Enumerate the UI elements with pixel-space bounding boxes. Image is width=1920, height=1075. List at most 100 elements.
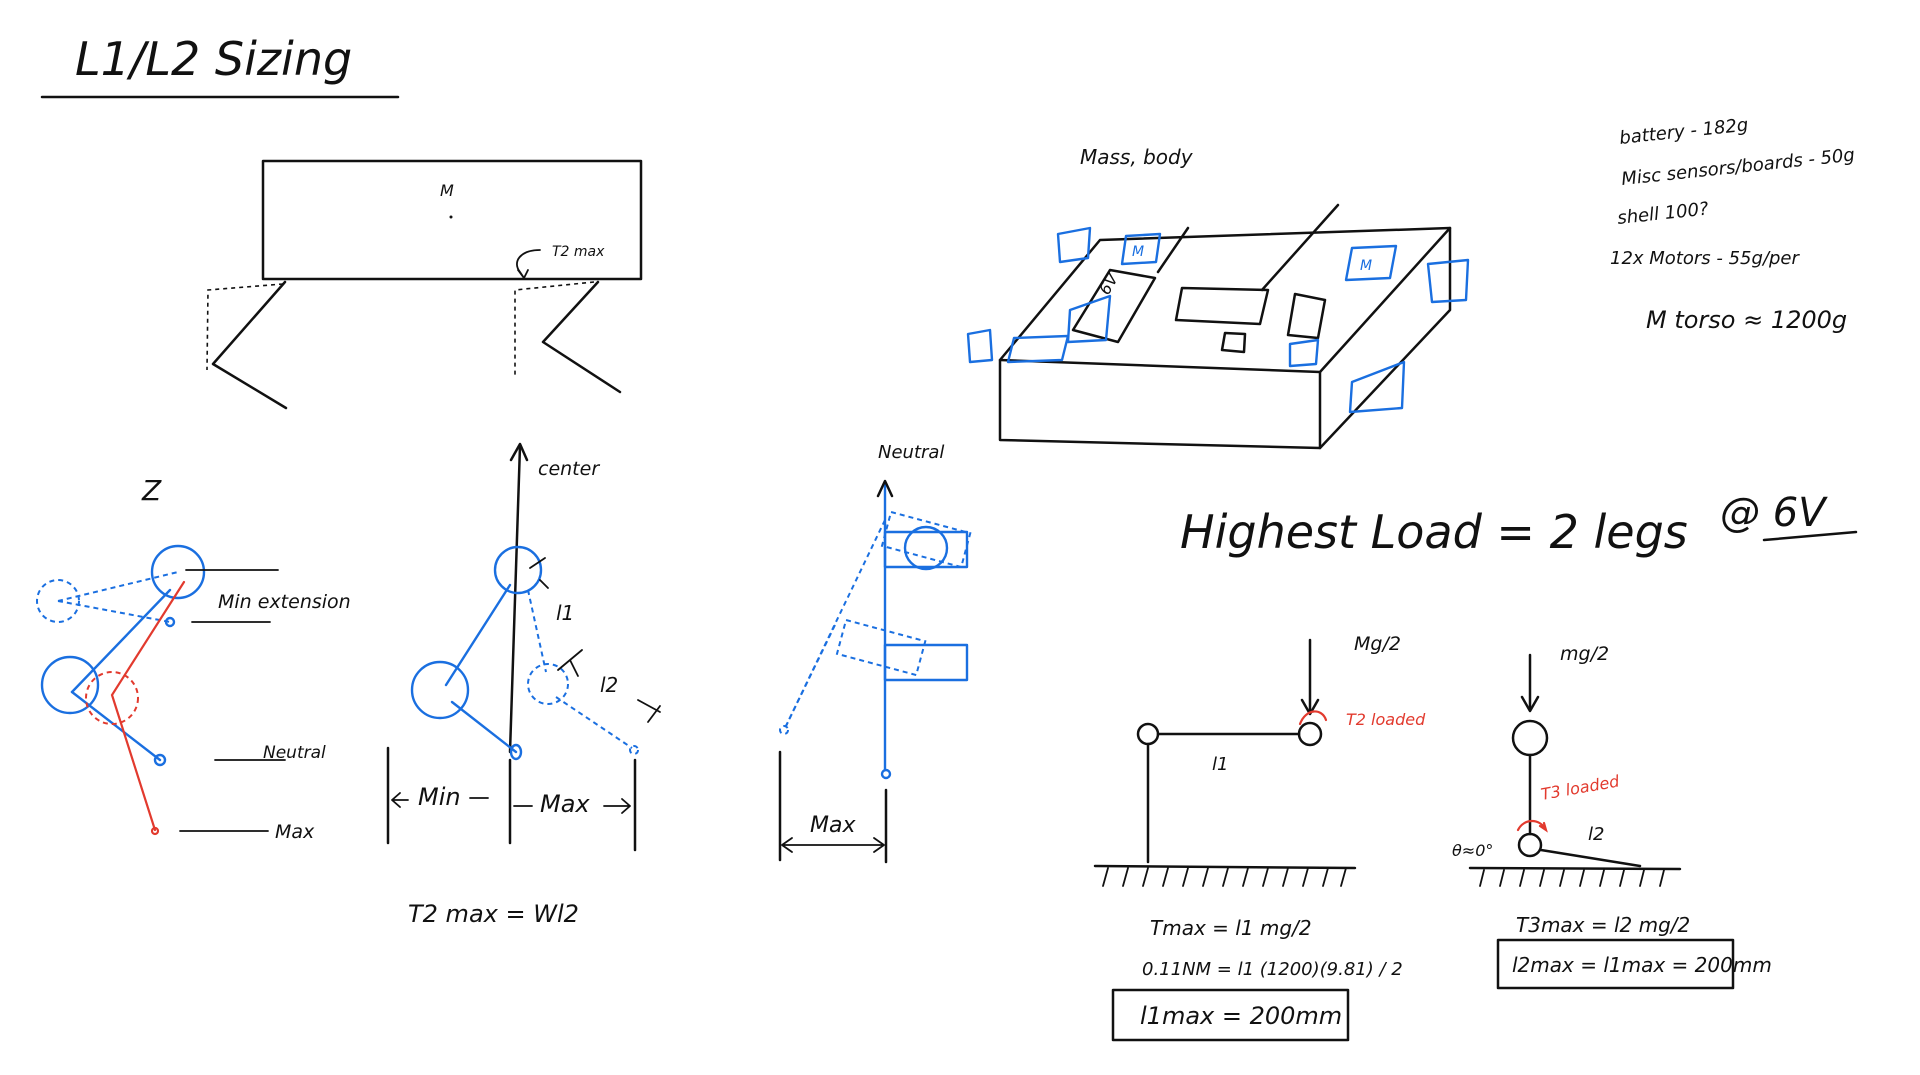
neutral-axis-arrow-icon [876,479,894,498]
max-arrow-icon [603,798,631,814]
battery-label: 6V [1095,269,1123,298]
mass-item-4: 12x Motors - 55g/per [1610,248,1801,269]
max-label: Max [275,821,315,843]
l1-label: l1 [556,601,574,625]
voltage-underline [1762,530,1858,542]
sensor-component [1286,292,1327,340]
case-l2-ground [1468,866,1682,871]
case-l2-bottom-joint [1517,832,1543,858]
case-l2-force-arrow-head-icon [1520,695,1540,713]
l2-foot-dotted [629,745,639,755]
mass-total: M torso ≈ 1200g [1646,306,1847,334]
l2-label: l2 [600,673,618,697]
min-range-label: Min [418,783,461,811]
max-range-label: Max [540,790,590,818]
case-l2-eq1: T3max = l2 mg/2 [1516,913,1690,937]
cable-2 [1156,226,1190,274]
highest-load: Highest Load = 2 legs @ 6V [1180,490,1858,559]
box-front-face [998,358,1322,450]
body-sketch: M T2 max [206,159,643,410]
min-arrow-icon [391,792,409,808]
upper-link-ghost [880,510,972,569]
l1-link-dotted [527,589,547,673]
case-l1-joint-a [1136,722,1160,746]
body-mass-label: M [440,181,454,200]
case-l1-eq2: 0.11NM = l1 (1200)(9.81) / 2 [1142,959,1403,980]
leg-center-diagram: center l1 l2 Min Max T2 max = Wl2 [386,442,661,928]
case-l2-result: l2max = l1max = 200mm [1512,953,1772,977]
min-link-ghost-a [57,571,179,602]
case-l2-result-box [1496,938,1735,990]
neutral-foot [153,753,167,767]
neutral-upper-link [70,588,172,694]
motor-box-front-left [1120,232,1162,266]
right-leg [541,280,622,394]
center-knee-joint [410,660,470,720]
case-l2-hatch [1479,869,1665,887]
case-l1-result: l1max = 200mm [1140,1002,1342,1030]
leg-neutral-diagram: Neutral Max [778,442,972,864]
motor-box-left-1 [1056,226,1092,264]
upper-link-box [883,530,969,569]
right-leg-ghost [514,281,595,375]
case-l2-torque-icon [1516,819,1548,833]
body-rectangle [261,159,643,281]
min-hip-joint-ghost [36,579,80,623]
left-leg-ghost [206,283,284,371]
motor-box-right-3 [1288,338,1320,368]
motor-box-right-1 [1426,258,1470,304]
l1-tick [557,649,583,677]
neutral-dotted-leg-b [784,624,836,729]
body-box-sketch: Mass, body 6V M M [966,145,1470,450]
center-axis [508,444,522,754]
case-l1-eq1: Tmax = l1 mg/2 [1150,916,1312,940]
motor-box-left-2 [966,328,994,364]
center-label: center [538,458,600,480]
l1-knee-dotted [527,663,569,705]
body-torque-label: T2 max [552,244,605,260]
case-l2-angle-label: θ≈0° [1452,841,1493,860]
small-chip [1220,331,1247,354]
l2-tick [637,699,661,723]
left-leg [211,280,288,410]
highest-load-text: Highest Load = 2 legs [1180,505,1688,559]
case-l1: Mg/2 T2 loaded l1 Tmax = l1 mg/2 0.11NM … [1093,633,1426,1042]
case-l1-joint-b [1297,721,1323,747]
neutral-lower-link [70,690,162,762]
min-link-ghost-b [57,600,171,623]
leg-extension-diagram: Z Min extension Neutral Max [36,474,351,843]
voltage-text: @ 6V [1720,490,1828,536]
mass-item-3: shell 100? [1616,198,1710,228]
neutral-max-label: Max [810,813,856,838]
mass-item-1: battery - 182g [1618,115,1749,149]
l2-link-dotted [555,696,633,749]
neutral-label: Neutral [263,743,326,763]
center-hip-tick [529,557,549,589]
max-foot [150,826,160,836]
center-foot [509,743,523,761]
case-l2-link [1539,848,1642,868]
case-l2-force-label: mg/2 [1560,643,1609,665]
upper-link-joint [903,525,949,571]
cable [1260,203,1340,292]
min-extension-label: Min extension [218,591,351,613]
neutral-foot-end [880,768,892,780]
center-axis-arrow-icon [509,442,529,462]
lower-link-ghost [835,618,927,677]
motor-label-1: M [1132,244,1144,260]
z-axis-label: Z [141,474,162,507]
body-box-label: Mass, body [1080,145,1194,169]
title-group: L1/L2 Sizing [40,32,400,99]
knee-joint [40,655,100,715]
case-l1-result-box [1111,988,1350,1042]
min-foot [164,616,176,628]
battery-component [1071,268,1157,344]
neutral-axis-label: Neutral [878,442,944,463]
case-l1-hatch [1102,867,1347,887]
mass-budget: battery - 182g Misc sensors/boards - 50g… [1610,115,1856,334]
case-l1-ground [1093,864,1357,870]
max-knee-ghost [85,671,139,725]
body-center-dot [449,215,453,219]
center-hip-joint [493,545,543,595]
motor-box-right-2 [1348,360,1406,414]
